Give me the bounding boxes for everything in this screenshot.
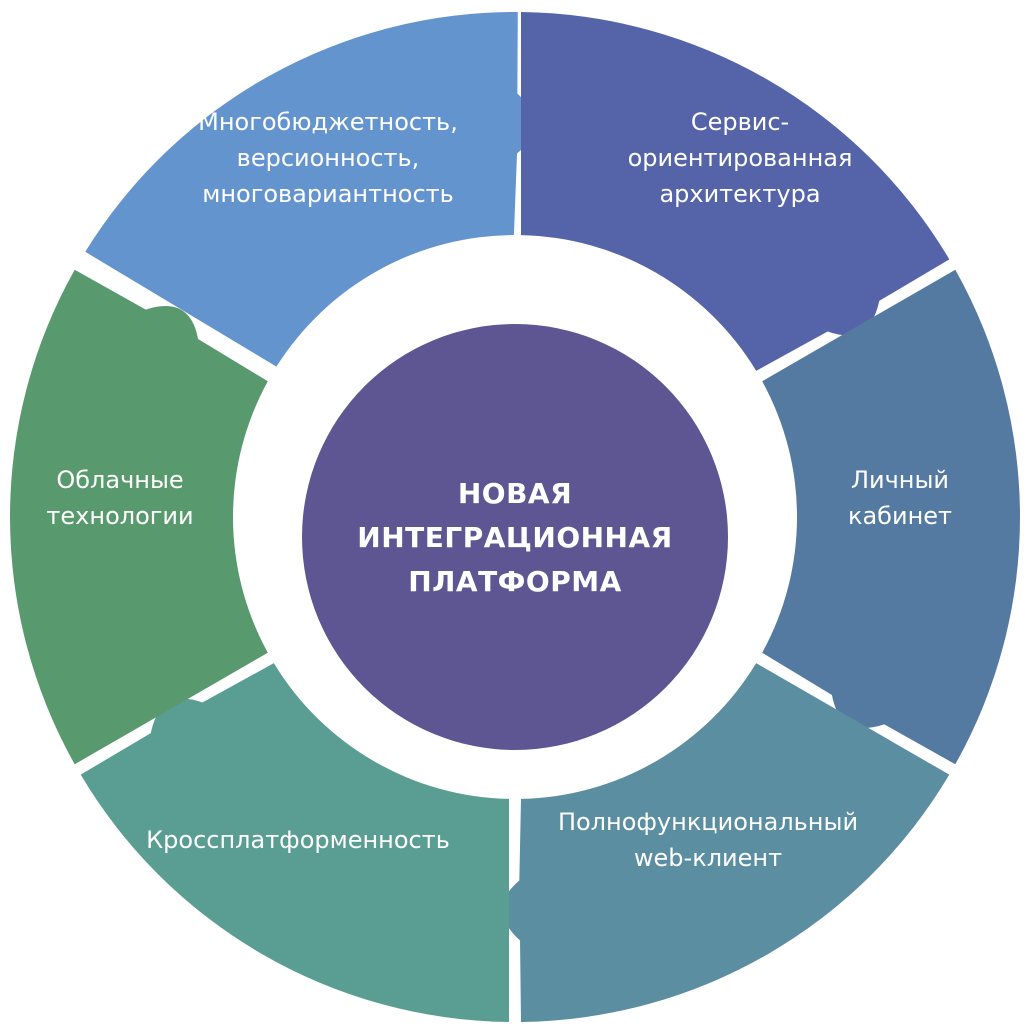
segment-label-line: версионность,: [237, 144, 420, 172]
segment-multibudget: [85, 11, 535, 367]
segment-label-line: архитектура: [659, 180, 820, 208]
segment-personal-account: [762, 269, 1021, 765]
segment-crossplatform: [80, 663, 510, 1022]
segment-label-line: ориентированная: [628, 144, 853, 172]
center-title-line: ИНТЕГРАЦИОННАЯ: [357, 521, 672, 554]
segment-label-line: кабинет: [848, 502, 952, 530]
segment-soa: [520, 12, 950, 371]
center-title-line: ПЛАТФОРМА: [408, 565, 622, 598]
segment-label-line: Полнофункциональный: [558, 808, 858, 836]
segment-label-line: технологии: [46, 502, 193, 530]
segment-label-line: Кроссплатформенность: [146, 826, 450, 854]
segment-label-personal-account: Личный кабинет: [848, 466, 952, 530]
segment-label-soa: Сервис-ориентированная архитектура: [628, 108, 853, 208]
segment-label-line: web-клиент: [634, 844, 782, 872]
segment-label-line: многовариантность: [202, 180, 454, 208]
segment-label-cloud: Облачные технологии: [46, 466, 193, 530]
segment-labels-layer: Многобюджетность, версионность, многовариа…: [46, 108, 952, 872]
segment-label-line: Облачные: [56, 466, 183, 494]
segment-label-multibudget: Многобюджетность, версионность, многовариа…: [198, 108, 458, 208]
segments-layer: [10, 11, 1021, 1022]
segment-label-web-client: Полнофункциональный web-клиент: [558, 808, 858, 872]
segment-label-line: Сервис-: [691, 108, 789, 136]
center-title: НОВАЯ ИНТЕГРАЦИОННАЯ ПЛАТФОРМА: [357, 477, 672, 598]
segment-label-line: Личный: [851, 466, 949, 494]
segment-label-line: Многобюджетность,: [198, 108, 458, 136]
center-title-line: НОВАЯ: [458, 477, 572, 510]
segment-label-crossplatform: Кроссплатформенность: [146, 826, 450, 854]
segment-cloud: [10, 269, 268, 765]
center-circle: [302, 324, 728, 750]
segment-web-client: [502, 663, 950, 1022]
